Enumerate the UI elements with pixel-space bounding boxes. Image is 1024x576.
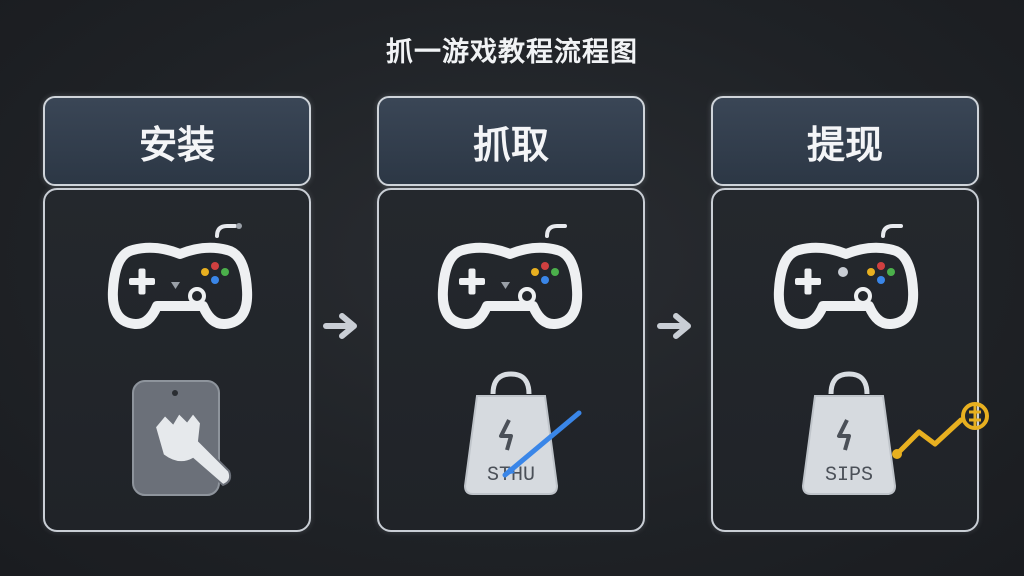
step-grab-header: 抓取 bbox=[377, 96, 645, 186]
grab-hand-tag-icon bbox=[132, 380, 232, 496]
page-title: 抓一游戏教程流程图 bbox=[386, 37, 638, 68]
gamepad-icon bbox=[773, 224, 919, 330]
step-withdraw-header: 提现 bbox=[711, 96, 979, 186]
gamepad-icon bbox=[437, 224, 583, 330]
shopping-bag-icon: STHU bbox=[463, 371, 559, 495]
coin-trend-icon bbox=[892, 402, 989, 459]
bag-label: STHU bbox=[487, 464, 535, 487]
step-withdraw-card: SIPS bbox=[711, 188, 989, 532]
step-install-card bbox=[43, 188, 311, 532]
step-grab-card: STHU bbox=[377, 188, 645, 532]
arrow-right-icon bbox=[657, 313, 691, 339]
step-withdraw: 提现 SIPS bbox=[711, 96, 989, 532]
step-install-header: 安装 bbox=[43, 96, 311, 186]
arrow-right-icon bbox=[323, 313, 357, 339]
step-install: 安装 bbox=[43, 96, 311, 532]
bag-label: SIPS bbox=[825, 464, 873, 487]
pen-icon bbox=[502, 410, 582, 478]
gamepad-icon bbox=[107, 223, 253, 330]
shopping-bag-icon: SIPS bbox=[801, 371, 897, 495]
step-grab: 抓取 STHU bbox=[377, 96, 645, 532]
